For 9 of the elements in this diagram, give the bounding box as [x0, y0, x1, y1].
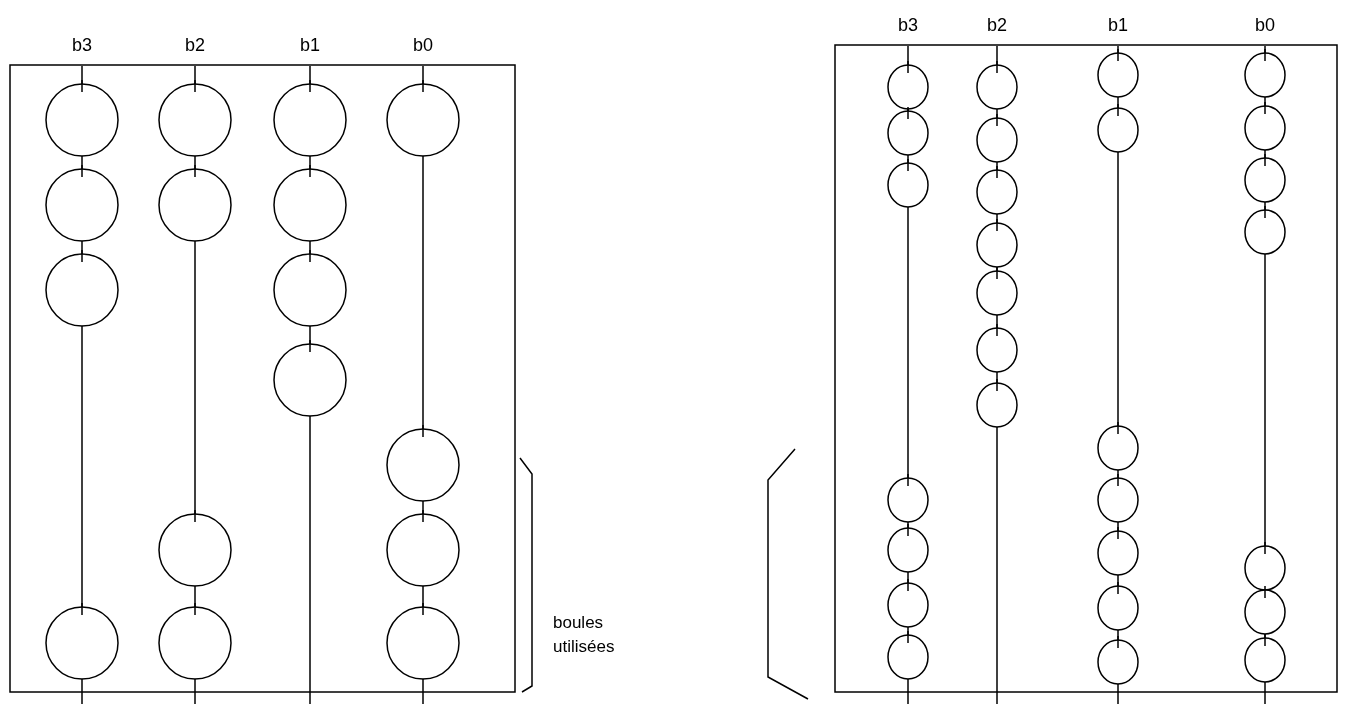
column-label: b2	[987, 15, 1007, 35]
bracket-caption: boules utilisées	[553, 612, 616, 658]
column-label: b1	[1108, 15, 1128, 35]
column-label: b3	[72, 35, 92, 55]
column-label: b3	[898, 15, 918, 35]
column-label: b2	[185, 35, 205, 55]
column-label: b0	[1255, 15, 1275, 35]
column-label: b0	[413, 35, 433, 55]
column-label: b1	[300, 35, 320, 55]
